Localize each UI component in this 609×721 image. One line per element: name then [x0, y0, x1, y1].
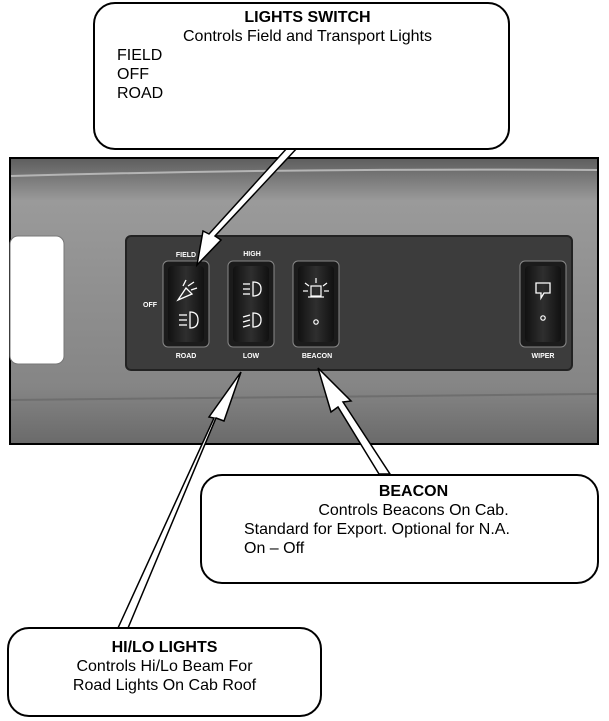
hi-lo-switch[interactable] — [227, 260, 275, 348]
dash-bottom-edge — [10, 393, 598, 401]
lights-switch-title: LIGHTS SWITCH — [244, 9, 371, 26]
wiper-icon — [535, 282, 551, 301]
panel-label-field: FIELD — [176, 252, 196, 259]
beacon-pointer-arrow — [317, 367, 392, 475]
wiper-indicator-dot — [540, 315, 546, 321]
lights-switch-rocker — [168, 266, 204, 342]
beacon-positions: On – Off — [244, 540, 305, 557]
panel-label-road: ROAD — [176, 353, 197, 360]
beacon-availability: Standard for Export. Optional for N.A. — [244, 521, 510, 538]
switch-panel: FIELD HIGH OFF ROAD LOW BEACON WIPER — [125, 235, 573, 371]
hi-lo-callout: HI/LO LIGHTS Controls Hi/Lo Beam For Roa… — [7, 627, 322, 717]
beacon-icon — [303, 278, 329, 298]
dash-cutout — [9, 235, 65, 365]
beacon-callout: BEACON Controls Beacons On Cab. Standard… — [200, 474, 599, 584]
panel-label-high: HIGH — [243, 251, 261, 258]
hi-lo-switch-rocker — [233, 266, 269, 342]
panel-label-low: LOW — [243, 353, 260, 360]
beacon-title: BEACON — [378, 483, 449, 500]
panel-label-beacon: BEACON — [302, 353, 332, 360]
panel-label-off: OFF — [143, 302, 158, 309]
lights-position-off: OFF — [117, 66, 149, 83]
field-light-icon — [176, 279, 198, 302]
panel-label-wiper: WIPER — [532, 353, 555, 360]
lights-switch[interactable] — [162, 260, 210, 348]
wiper-switch-rocker — [525, 266, 561, 342]
lights-position-field: FIELD — [117, 47, 163, 64]
road-light-icon — [179, 311, 199, 329]
high-beam-icon — [243, 281, 262, 297]
beacon-switch[interactable] — [292, 260, 340, 348]
hi-lo-pointer-arrow — [116, 371, 242, 629]
lights-position-road: ROAD — [117, 85, 164, 102]
beacon-indicator-dot — [313, 319, 319, 325]
beacon-switch-rocker — [298, 266, 334, 342]
low-beam-icon — [242, 312, 262, 328]
hi-lo-description-1: Controls Hi/Lo Beam For — [76, 658, 253, 675]
hi-lo-title: HI/LO LIGHTS — [111, 639, 218, 656]
hi-lo-description-2: Road Lights On Cab Roof — [72, 677, 257, 694]
lights-switch-callout: LIGHTS SWITCH Controls Field and Transpo… — [93, 2, 510, 150]
lights-switch-pointer-arrow — [195, 146, 300, 268]
dash-top-edge — [10, 168, 598, 177]
wiper-switch[interactable] — [519, 260, 567, 348]
lights-switch-description: Controls Field and Transport Lights — [182, 28, 432, 45]
beacon-description: Controls Beacons On Cab. — [318, 502, 509, 519]
